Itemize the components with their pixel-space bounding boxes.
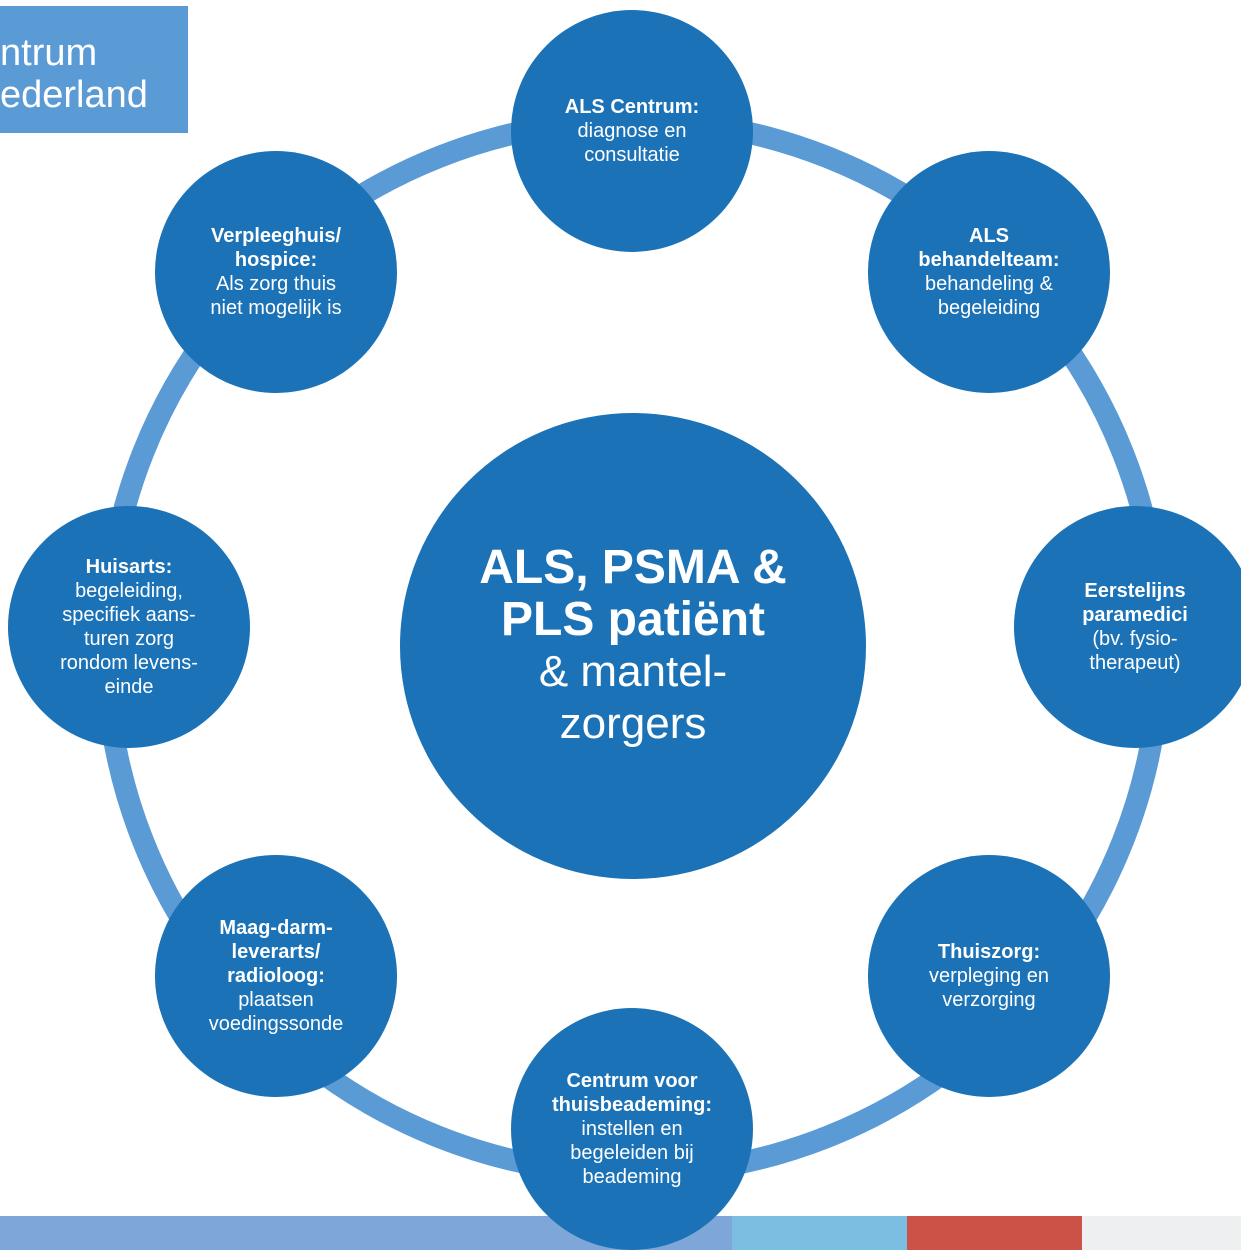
huisarts-text-line-4: turen zorg: [83, 628, 175, 650]
als-behandelteam-text-line-1: ALS: [969, 225, 1009, 247]
huisarts-text-line-2: begeleiding,: [75, 580, 183, 602]
bar-segment-2: [732, 1216, 907, 1250]
maag-darm-leverarts-text-line-5: voedingssonde: [208, 1013, 344, 1035]
huisarts-text-line-3: specifiek aans-: [62, 604, 196, 626]
eerstelijns-paramedici-text-line-1: Eerstelijns: [1084, 580, 1186, 602]
bar-segment-4: [1082, 1216, 1241, 1250]
thuiszorg-text-line-2: verpleging en: [928, 965, 1050, 987]
als-centrum-text-line-2: diagnose en: [577, 120, 687, 142]
maag-darm-leverarts-text-line-2: leverarts/: [231, 941, 321, 963]
center-text-line-3: & mantel-: [538, 647, 728, 696]
logo-text-line-2: ederland: [0, 74, 148, 116]
eerstelijns-paramedici-text-line-4: therapeut): [1089, 652, 1181, 674]
verpleeghuis-hospice-text-line-4: niet mogelijk is: [210, 297, 342, 319]
thuisbeademing-text-line-4: begeleiden bij: [570, 1142, 694, 1164]
als-behandelteam-text-line-4: begeleiding: [937, 297, 1041, 319]
maag-darm-leverarts-text-line-4: plaatsen: [238, 989, 314, 1011]
center-text-line-4: zorgers: [559, 699, 707, 748]
center-text-line-1: ALS, PSMA &: [479, 541, 787, 594]
logo: ntrum ederland: [0, 6, 188, 133]
eerstelijns-paramedici-text-line-3: (bv. fysio-: [1092, 628, 1178, 650]
thuisbeademing-text-line-3: instellen en: [581, 1118, 683, 1140]
center-node: ALS, PSMA &PLS patiënt& mantel-zorgers: [400, 413, 866, 879]
thuiszorg-text-line-3: verzorging: [942, 989, 1036, 1011]
als-behandelteam-text-line-3: behandeling &: [925, 273, 1053, 295]
huisarts-text-line-1: Huisarts:: [85, 556, 173, 578]
als-centrum-text-line-3: consultatie: [584, 144, 680, 166]
node-huisarts: Huisarts:begeleiding,specifiek aans-ture…: [8, 506, 250, 748]
bar-segment-3: [907, 1216, 1082, 1250]
huisarts-text-line-6: einde: [104, 676, 154, 698]
thuiszorg-text-line-1: Thuiszorg:: [937, 941, 1041, 963]
logo-text-line-1: ntrum: [0, 32, 98, 74]
thuisbeademing-text-line-1: Centrum voor: [566, 1070, 698, 1092]
verpleeghuis-hospice-text-line-1: Verpleeghuis/: [210, 225, 342, 247]
verpleeghuis-hospice-text-line-3: Als zorg thuis: [215, 273, 337, 295]
verpleeghuis-hospice-text-line-2: hospice:: [234, 249, 318, 271]
maag-darm-leverarts-text-line-1: Maag-darm-: [219, 917, 333, 939]
maag-darm-leverarts-text-line-3: radioloog:: [227, 965, 325, 987]
huisarts-text-line-5: rondom levens-: [60, 652, 198, 674]
eerstelijns-paramedici-text-line-2: paramedici: [1082, 604, 1188, 626]
thuisbeademing-text-line-5: beademing: [582, 1166, 682, 1188]
thuisbeademing-text-line-2: thuisbeademing:: [551, 1094, 712, 1116]
center-text-line-2: PLS patiënt: [500, 593, 766, 646]
als-centrum-text-line-1: ALS Centrum:: [564, 96, 700, 118]
als-behandelteam-text-line-2: behandelteam:: [918, 249, 1060, 271]
